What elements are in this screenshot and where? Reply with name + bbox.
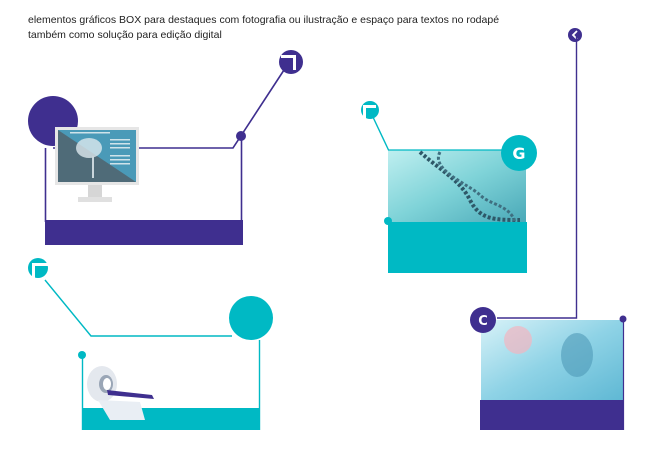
footer-bar: [388, 222, 527, 273]
footer-bar: [45, 220, 243, 245]
box-dna: G: [361, 101, 537, 273]
badge-g-label: G: [512, 144, 525, 163]
corner-arrow-icon: [28, 258, 48, 278]
mri-scanner-illustration: [87, 366, 154, 420]
dot: [619, 315, 627, 323]
dot: [384, 217, 392, 225]
caption-line-1: elementos gráficos BOX para destaques co…: [28, 14, 500, 26]
box-mri: [28, 258, 273, 430]
monitor-brain-illustration: [55, 127, 139, 202]
connector-line: [497, 35, 578, 319]
footer-bar: [480, 400, 624, 430]
back-arrow-icon: [568, 28, 582, 42]
large-circle-decoration: [229, 296, 273, 340]
caption: elementos gráficos BOX para destaques co…: [28, 13, 499, 43]
box-monitor: [28, 50, 303, 245]
badge-c: [470, 307, 496, 333]
corner-arrow-icon: [279, 50, 303, 74]
badge-g: [501, 135, 537, 171]
dna-photo: [388, 150, 526, 222]
connector-line: [44, 279, 232, 337]
doctor-photo: [481, 320, 623, 400]
badge-c-label: C: [478, 314, 488, 329]
box-doctor: C: [470, 28, 627, 430]
caption-line-2: também como solução para edição digital: [28, 29, 222, 41]
